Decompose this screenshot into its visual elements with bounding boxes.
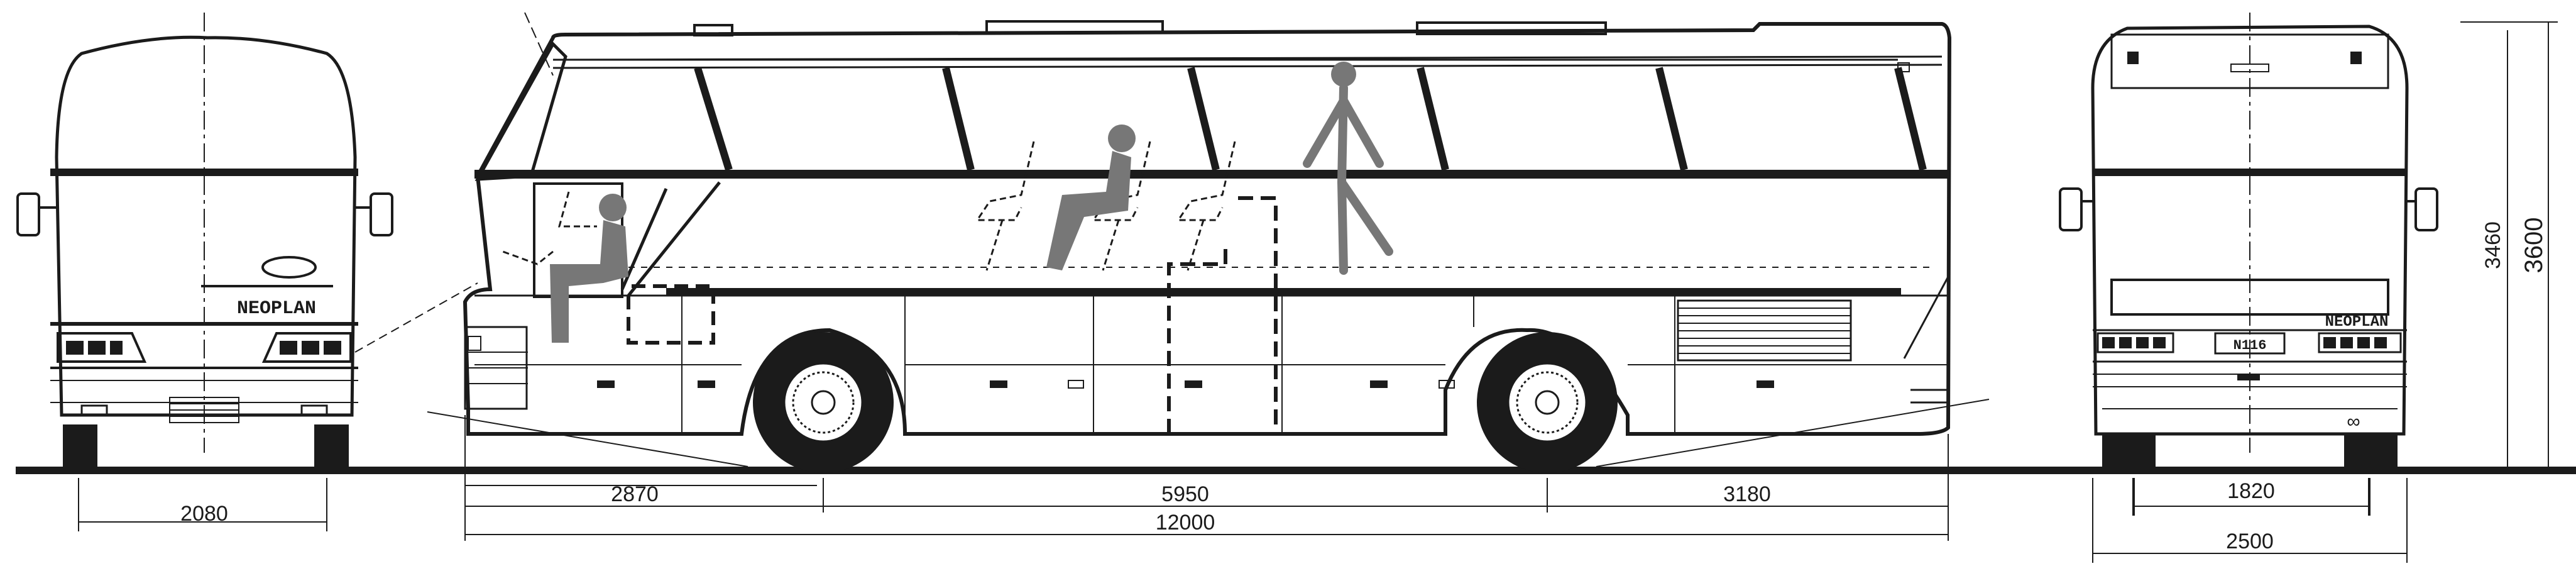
side-dimension-lines xyxy=(464,415,1949,541)
front-right-mirror xyxy=(370,192,393,236)
rear-left-tires xyxy=(2102,434,2156,468)
window-pillar-6 xyxy=(1894,67,1927,171)
rear-left-lamps xyxy=(2096,332,2174,353)
lower-belt xyxy=(666,288,1901,296)
dim-wheelbase: 5950 xyxy=(1161,482,1209,506)
dim-overall-length: 12000 xyxy=(1156,511,1215,535)
standing-person-figure xyxy=(1303,62,1393,275)
window-pillar-4 xyxy=(1417,67,1449,171)
front-logo: NEOPLAN xyxy=(237,298,316,319)
front-width-dim: 2080 xyxy=(180,502,228,526)
dim-overall-width: 2500 xyxy=(2226,529,2274,553)
front-left-headlight xyxy=(57,332,147,363)
rear-door-dashed xyxy=(1167,196,1278,434)
rear-logo: NEOPLAN xyxy=(2325,314,2389,331)
front-left-mirror xyxy=(16,192,40,236)
dim-overall-height: 3600 xyxy=(2520,218,2548,274)
windshield-frame xyxy=(474,41,567,181)
side-body-outline xyxy=(463,22,1952,436)
rear-right-mirror xyxy=(2414,187,2438,231)
passenger-seats xyxy=(502,141,1236,271)
front-wheel xyxy=(753,332,894,473)
dim-track: 1820 xyxy=(2227,479,2275,503)
seated-driver-figure xyxy=(550,194,628,343)
rear-plate-text: N116 xyxy=(2233,338,2267,353)
dim-front-overhang: 2870 xyxy=(611,482,659,506)
rear-wheel xyxy=(1477,332,1618,473)
window-pillar-2 xyxy=(942,67,975,171)
front-view: NEOPLAN xyxy=(16,13,478,531)
rear-left-mirror xyxy=(2059,187,2083,231)
front-belt-line xyxy=(50,169,358,176)
dim-rear-overhang: 3180 xyxy=(1723,482,1771,506)
seated-passenger-figure xyxy=(1046,125,1136,270)
front-body-outline xyxy=(55,35,357,417)
rear-model-mark: ∞ xyxy=(2347,411,2360,432)
front-emblem-oval xyxy=(261,256,317,279)
rear-right-tires xyxy=(2344,434,2398,468)
front-right-headlight xyxy=(261,332,352,363)
stairwell-dashed xyxy=(627,284,715,345)
ground-line xyxy=(16,467,2576,474)
rear-belt-line xyxy=(2093,169,2407,176)
window-pillar-5 xyxy=(1655,67,1688,171)
side-view xyxy=(427,12,1990,473)
window-pillar-3 xyxy=(1187,67,1220,171)
roof-hatch-3 xyxy=(1416,21,1607,35)
front-left-tire xyxy=(63,424,97,468)
rear-window-panel xyxy=(2110,279,2389,316)
rear-body-outline xyxy=(2091,25,2409,436)
rear-plate xyxy=(2214,332,2286,355)
rear-view xyxy=(2059,13,2558,563)
rear-right-lamps xyxy=(2318,332,2402,353)
front-right-tire xyxy=(314,424,349,468)
window-pillar-1 xyxy=(694,67,733,171)
window-belt xyxy=(474,170,1948,179)
dim-body-height: 3460 xyxy=(2481,221,2505,269)
